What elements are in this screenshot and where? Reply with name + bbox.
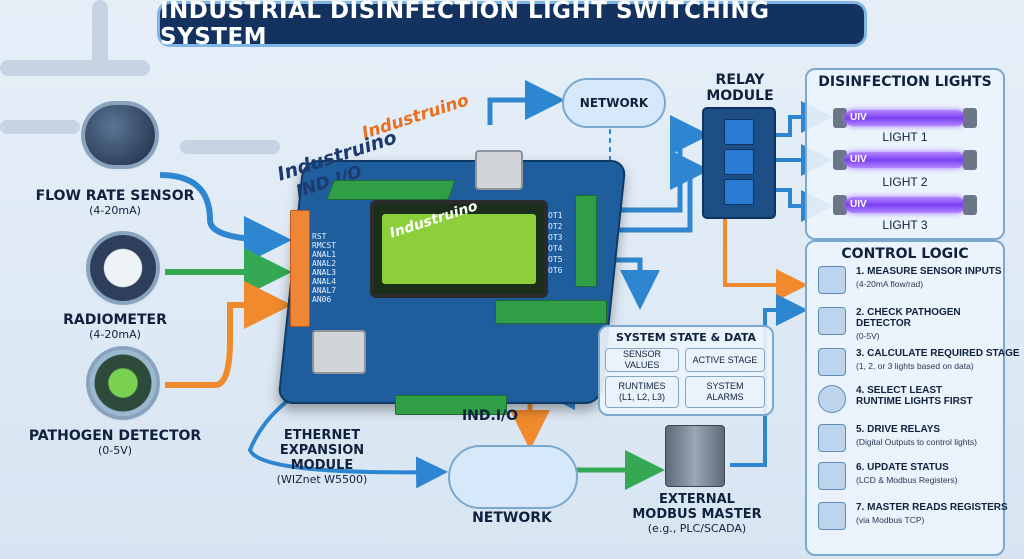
expansion-ethernet-port	[312, 330, 366, 374]
modbus-master-example: (e.g., PLC/SCADA)	[647, 522, 747, 535]
output-terminal-block	[575, 195, 597, 287]
radiometer-gauge-icon	[90, 235, 156, 301]
pin-label: ANAL2	[312, 259, 337, 268]
light-2-label: LIGHT 2	[882, 175, 928, 189]
modbus-master-label: EXTERNAL MODBUS MASTER (e.g., PLC/SCADA)	[622, 492, 772, 535]
state-box-active-stage: ACTIVE STAGE	[685, 348, 765, 372]
background-pipe	[92, 0, 108, 70]
network-cloud-bottom	[448, 445, 578, 509]
lower-terminal-block	[395, 395, 507, 415]
pin-label: RST	[312, 232, 327, 241]
pin-label: OT6	[548, 266, 563, 275]
input-terminal-block	[290, 210, 310, 327]
state-box-runtimes: RUNTIMES (L1, L2, L3)	[605, 376, 679, 408]
pathogen-name: PATHOGEN DETECTOR	[28, 428, 202, 444]
ind-io-label: IND.I/O	[461, 408, 519, 424]
pin-label: OT4	[548, 244, 563, 253]
ethernet-module-label: ETHERNET EXPANSION MODULE (WIZnet W5500)	[262, 428, 382, 486]
pin-label: ANAL1	[312, 250, 337, 259]
arrow-out-to-relay-2	[600, 150, 710, 233]
bottom-terminal-block	[495, 300, 607, 324]
network-cloud-top: NETWORK	[562, 78, 666, 128]
relay-unit	[724, 119, 754, 145]
top-terminal-block	[326, 180, 456, 200]
monitor-icon	[818, 462, 846, 490]
sensor-inputs-icon	[818, 266, 846, 294]
state-box-sensor-values: SENSOR VALUES	[605, 348, 679, 372]
relay-module-title: RELAY MODULE	[706, 72, 774, 104]
relay-unit	[724, 149, 754, 175]
modbus-master-name: EXTERNAL MODBUS MASTER	[632, 492, 762, 522]
arrow-flow-to-board	[159, 172, 292, 264]
pin-label: OT5	[548, 255, 563, 264]
control-logic-title: CONTROL LOGIC	[841, 246, 969, 262]
page-title: INDUSTRIAL DISINFECTION LIGHT SWITCHING …	[160, 0, 770, 50]
control-step: 2. CHECK PATHOGEN DETECTOR (0-5V)	[818, 307, 1018, 343]
uv-tube-label: UIV	[850, 199, 867, 210]
background-pipe	[0, 60, 150, 76]
pin-label: ANAL4	[312, 277, 337, 286]
pin-label: OT3	[548, 233, 563, 242]
pin-label: ANAL7	[312, 286, 337, 295]
radiometer-name: RADIOMETER	[63, 312, 167, 328]
flow-sensor-label: FLOW RATE SENSOR (4-20mA)	[20, 188, 210, 217]
light-1-label: LIGHT 1	[882, 130, 928, 144]
pathogen-check-icon	[818, 307, 846, 335]
control-step: 5. DRIVE RELAYS (Digital Outputs to cont…	[818, 424, 1018, 460]
state-box-alarms: SYSTEM ALARMS	[685, 376, 765, 408]
radiometer-label: RADIOMETER (4-20mA)	[30, 312, 200, 341]
uv-tube-label: UIV	[850, 112, 867, 123]
control-step: 4. SELECT LEAST RUNTIME LIGHTS FIRST	[818, 385, 1018, 421]
arrow-pathogen-to-board	[165, 281, 292, 388]
pathogen-type: (0-5V)	[97, 444, 133, 457]
document-registers-icon	[818, 502, 846, 530]
state-panel-title: SYSTEM STATE & DATA	[615, 331, 757, 344]
pin-label: AN06	[312, 295, 332, 304]
background-pipe	[180, 140, 280, 154]
arrow-board-to-network	[487, 80, 565, 125]
ethernet-module-name: ETHERNET EXPANSION MODULE	[279, 428, 365, 473]
pathogen-virus-icon	[90, 350, 156, 416]
lcd-display	[370, 200, 548, 298]
relay-unit	[724, 179, 754, 205]
modbus-server-icon	[665, 425, 725, 487]
stage-hierarchy-icon	[818, 348, 846, 376]
input-pin-labels: RST RMCST ANAL1 ANAL2 ANAL3 ANAL4 ANAL7 …	[312, 232, 352, 304]
board-ethernet-port	[475, 150, 523, 190]
relays-icon	[818, 424, 846, 452]
control-step: 3. CALCULATE REQUIRED STAGE (1, 2, or 3 …	[818, 348, 1020, 384]
gear-clock-icon	[818, 385, 846, 413]
lcd-screen	[382, 214, 536, 284]
output-pin-labels: OT1 OT2 OT3 OT4 OT5 OT6	[548, 210, 574, 276]
flow-sensor-icon	[85, 105, 155, 165]
control-step: 6. UPDATE STATUS (LCD & Modbus Registers…	[818, 462, 1018, 498]
lights-panel-title: DISINFECTION LIGHTS	[818, 74, 992, 90]
relay-module	[702, 107, 776, 219]
title-banner: INDUSTRIAL DISINFECTION LIGHT SWITCHING …	[160, 0, 864, 50]
background-pipe	[0, 120, 80, 134]
pathogen-label: PATHOGEN DETECTOR (0-5V)	[15, 428, 215, 457]
flow-sensor-type: (4-20mA)	[89, 204, 141, 217]
light-3-label: LIGHT 3	[882, 218, 928, 232]
uv-tube-label: UIV	[850, 154, 867, 165]
pin-label: RMCST	[312, 241, 337, 250]
pin-label: OT2	[548, 222, 563, 231]
network-bottom-label: NETWORK	[472, 510, 552, 526]
flow-sensor-name: FLOW RATE SENSOR	[35, 188, 195, 204]
pin-label: ANAL3	[312, 268, 337, 277]
radiometer-type: (4-20mA)	[89, 328, 141, 341]
control-step: 1. MEASURE SENSOR INPUTS (4-20mA flow/ra…	[818, 266, 1018, 302]
arrow-relay-to-control	[723, 218, 808, 301]
pin-label: OT1	[548, 211, 563, 220]
control-step: 7. MASTER READS REGISTERS (via Modbus TC…	[818, 502, 1018, 538]
ethernet-module-chip: (WIZnet W5500)	[276, 473, 368, 486]
